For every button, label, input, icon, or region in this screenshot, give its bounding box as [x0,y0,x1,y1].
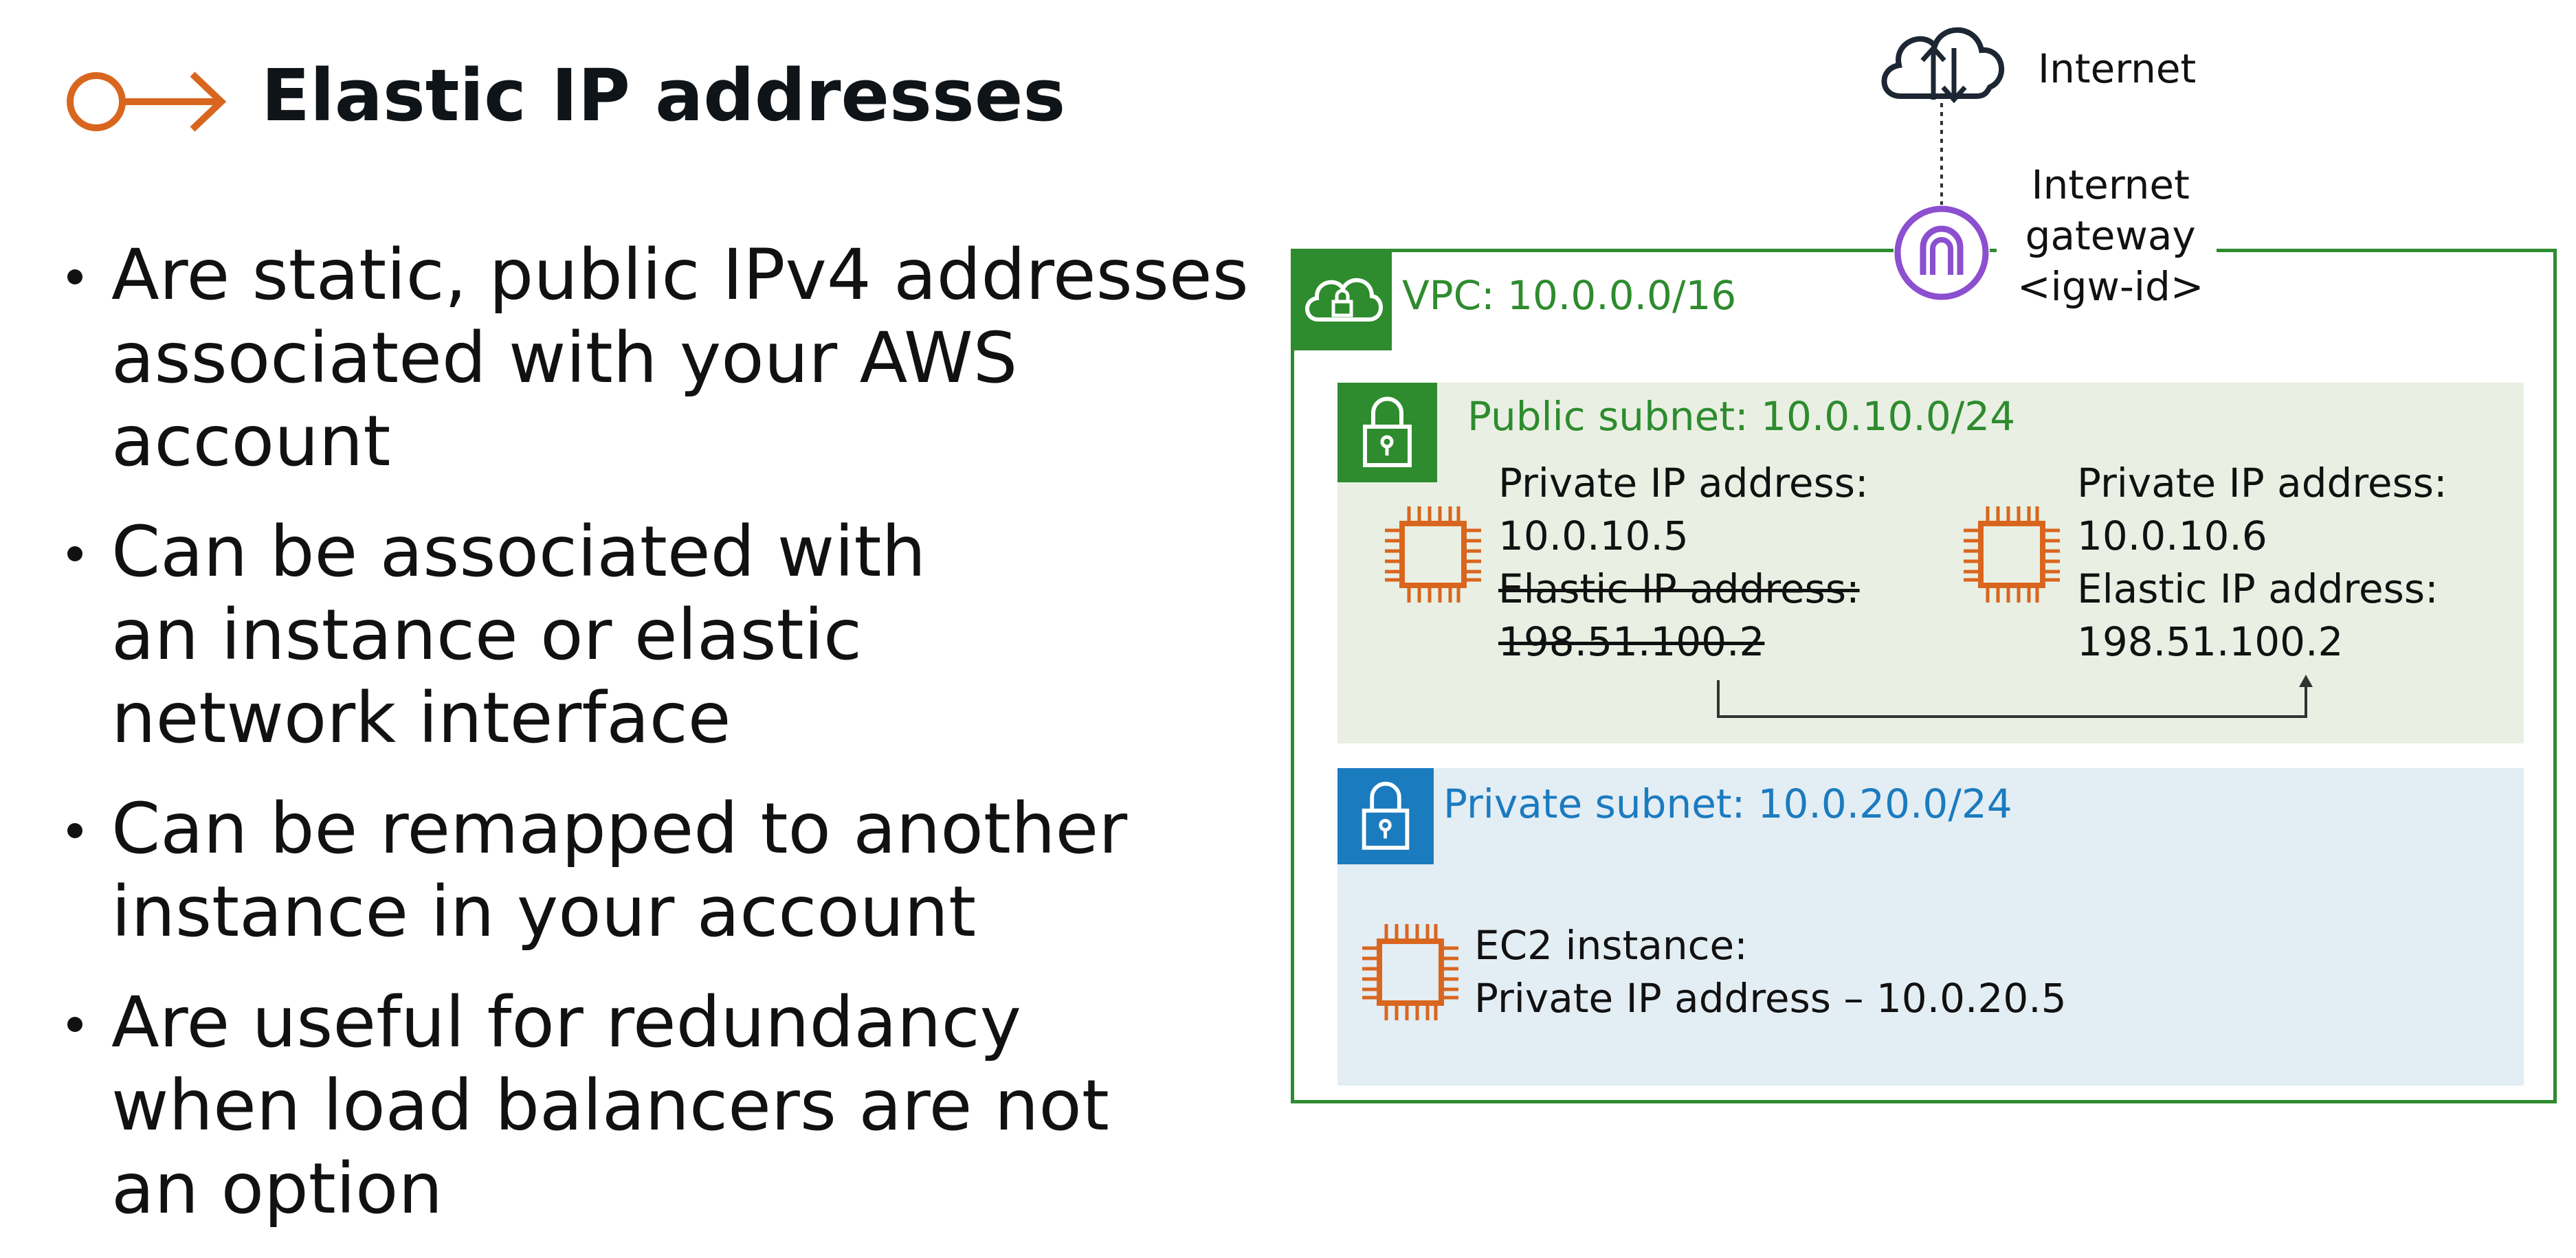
padlock-icon [1363,396,1412,467]
arrow-circle-icon [67,71,227,132]
bullet-list: Are static, public IPv4 addresses associ… [55,234,1292,1258]
private-subnet [1337,768,2524,1086]
bullet-item: Can be associated with an instance or el… [55,510,1292,760]
instance-b-details: Private IP address: 10.0.10.6 Elastic IP… [2077,457,2447,669]
public-subnet-label: Public subnet: 10.0.10.0/24 [1467,393,2016,440]
instance-a-eip: 198.51.100.2 [1498,618,1765,665]
instance-a-ip: 10.0.10.5 [1498,513,1689,559]
public-subnet [1337,383,2524,743]
ec2-instance-icon [1964,506,2060,603]
private-subnet-label: Private subnet: 10.0.20.0/24 [1443,780,2012,827]
private-instance-heading: EC2 instance: [1474,922,1748,969]
private-instance-details: EC2 instance: Private IP address – 10.0.… [1474,919,2067,1025]
instance-b-ip-heading: Private IP address: [2077,460,2447,506]
internet-gateway-label: Internet gateway <igw-id> [2017,161,2204,310]
bullet-item: Can be remapped to another instance in y… [55,787,1292,954]
instance-b-ip: 10.0.10.6 [2077,513,2267,559]
instance-b-eip-heading: Elastic IP address: [2077,565,2439,612]
instance-a-ip-heading: Private IP address: [1498,460,1869,506]
internet-gateway-icon [1894,205,1989,300]
internet-cloud-icon [1881,27,2004,104]
page-title: Elastic IP addresses [261,54,1066,137]
internet-connection-line [1940,103,1943,210]
private-subnet-badge [1337,768,1434,864]
remap-arrow [1717,675,2313,718]
private-instance-detail: Private IP address – 10.0.20.5 [1474,975,2067,1022]
instance-b-eip: 198.51.100.2 [2077,618,2344,665]
internet-label: Internet [2038,45,2197,92]
vpc-badge [1292,251,1392,350]
public-subnet-badge [1337,383,1437,482]
bullet-item: Are static, public IPv4 addresses associ… [55,234,1292,483]
vpc-label: VPC: 10.0.0.0/16 [1402,272,1737,319]
padlock-icon [1362,781,1410,850]
ec2-instance-icon [1362,924,1458,1020]
instance-a-details: Private IP address: 10.0.10.5 Elastic IP… [1498,457,1869,669]
bullet-item: Are useful for redundancy when load bala… [55,981,1292,1231]
instance-a-eip-heading: Elastic IP address: [1498,565,1860,612]
vpc-cloud-lock-icon [1305,278,1383,322]
ec2-instance-icon [1385,506,1481,603]
